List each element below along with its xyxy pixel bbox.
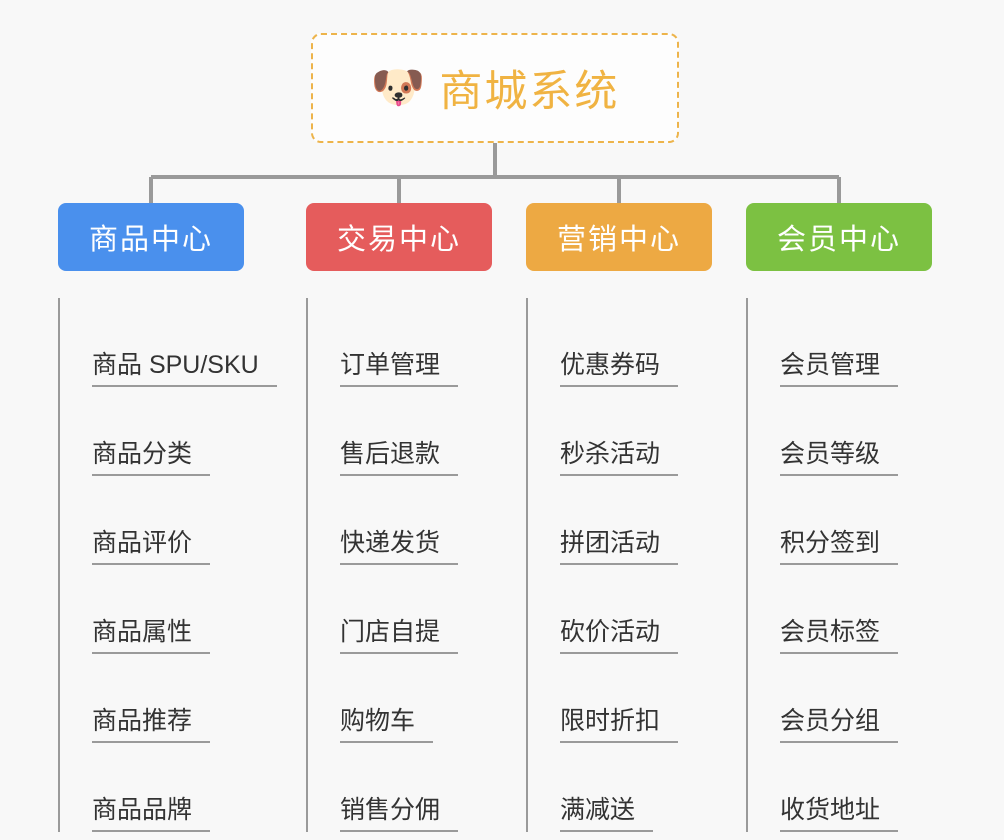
category-header-trade-center[interactable]: 交易中心: [306, 203, 492, 271]
leaf-item[interactable]: 购物车: [306, 654, 492, 743]
leaf-spine: [746, 298, 748, 832]
leaf-label: 快递发货: [340, 529, 459, 565]
leaf-label: 商品评价: [92, 529, 211, 565]
leaf-item[interactable]: 优惠券码: [526, 298, 712, 387]
category-label: 会员中心: [776, 224, 901, 256]
root-title: 商城系统: [439, 68, 620, 116]
leaf-label: 订单管理: [340, 351, 459, 387]
category-label: 交易中心: [336, 224, 461, 256]
leaf-item[interactable]: 快递发货: [306, 476, 492, 565]
root-node[interactable]: 🐶 商城系统: [311, 33, 679, 143]
leaf-item[interactable]: 商品评价: [58, 476, 244, 565]
branch-column-member-center: 会员中心 会员管理会员等级积分签到会员标签会员分组收货地址: [746, 203, 932, 832]
leaf-label: 收货地址: [780, 796, 899, 832]
leaf-label: 商品品牌: [92, 796, 211, 832]
leaf-list: 会员管理会员等级积分签到会员标签会员分组收货地址: [746, 298, 932, 832]
shiba-dog-face-icon: 🐶: [370, 63, 426, 112]
leaf-label: 优惠券码: [560, 351, 679, 387]
leaf-spine: [58, 298, 60, 832]
leaf-label: 会员标签: [780, 618, 899, 654]
leaf-label: 门店自提: [340, 618, 459, 654]
leaf-item[interactable]: 门店自提: [306, 565, 492, 654]
leaf-label: 会员管理: [780, 351, 899, 387]
branch-column-product-center: 商品中心 商品 SPU/SKU 商品分类商品评价商品属性商品推荐商品品牌: [58, 203, 277, 832]
leaf-label: 积分签到: [780, 529, 899, 565]
leaf-label: 会员分组: [780, 707, 899, 743]
category-header-product-center[interactable]: 商品中心: [58, 203, 244, 271]
leaf-label: 购物车: [340, 707, 434, 743]
branch-column-trade-center: 交易中心 订单管理售后退款快递发货门店自提购物车销售分佣: [306, 203, 492, 832]
leaf-item[interactable]: 会员分组: [746, 654, 932, 743]
leaf-item[interactable]: 满减送: [526, 743, 712, 832]
leaf-label: 会员等级: [780, 440, 899, 476]
leaf-list: 商品 SPU/SKU 商品分类商品评价商品属性商品推荐商品品牌: [58, 298, 277, 832]
leaf-item[interactable]: 收货地址: [746, 743, 932, 832]
leaf-label: 秒杀活动: [560, 440, 679, 476]
leaf-label: 拼团活动: [560, 529, 679, 565]
leaf-item[interactable]: 订单管理: [306, 298, 492, 387]
leaf-list: 优惠券码秒杀活动拼团活动砍价活动限时折扣满减送: [526, 298, 712, 832]
leaf-label: 满减送: [560, 796, 654, 832]
leaf-spine: [526, 298, 528, 832]
leaf-label: 商品分类: [92, 440, 211, 476]
leaf-item[interactable]: 商品品牌: [58, 743, 244, 832]
leaf-item[interactable]: 售后退款: [306, 387, 492, 476]
leaf-label: 限时折扣: [560, 707, 679, 743]
leaf-item[interactable]: 会员等级: [746, 387, 932, 476]
category-header-member-center[interactable]: 会员中心: [746, 203, 932, 271]
leaf-item[interactable]: 会员管理: [746, 298, 932, 387]
leaf-label: 砍价活动: [560, 618, 679, 654]
leaf-list: 订单管理售后退款快递发货门店自提购物车销售分佣: [306, 298, 492, 832]
leaf-label: 销售分佣: [340, 796, 459, 832]
category-label: 商品中心: [88, 224, 213, 256]
leaf-item[interactable]: 商品属性: [58, 565, 244, 654]
leaf-label: 商品推荐: [92, 707, 211, 743]
leaf-label: 售后退款: [340, 440, 459, 476]
leaf-item[interactable]: 销售分佣: [306, 743, 492, 832]
leaf-item[interactable]: 会员标签: [746, 565, 932, 654]
category-label: 营销中心: [556, 224, 681, 256]
leaf-item[interactable]: 积分签到: [746, 476, 932, 565]
leaf-item[interactable]: 砍价活动: [526, 565, 712, 654]
leaf-item[interactable]: 商品推荐: [58, 654, 244, 743]
leaf-item[interactable]: 商品 SPU/SKU: [58, 298, 277, 387]
branch-column-marketing-center: 营销中心 优惠券码秒杀活动拼团活动砍价活动限时折扣满减送: [526, 203, 712, 832]
leaf-label: 商品 SPU/SKU: [92, 351, 277, 387]
leaf-item[interactable]: 商品分类: [58, 387, 244, 476]
leaf-item[interactable]: 限时折扣: [526, 654, 712, 743]
leaf-label: 商品属性: [92, 618, 211, 654]
leaf-item[interactable]: 拼团活动: [526, 476, 712, 565]
category-header-marketing-center[interactable]: 营销中心: [526, 203, 712, 271]
leaf-spine: [306, 298, 308, 832]
leaf-item[interactable]: 秒杀活动: [526, 387, 712, 476]
